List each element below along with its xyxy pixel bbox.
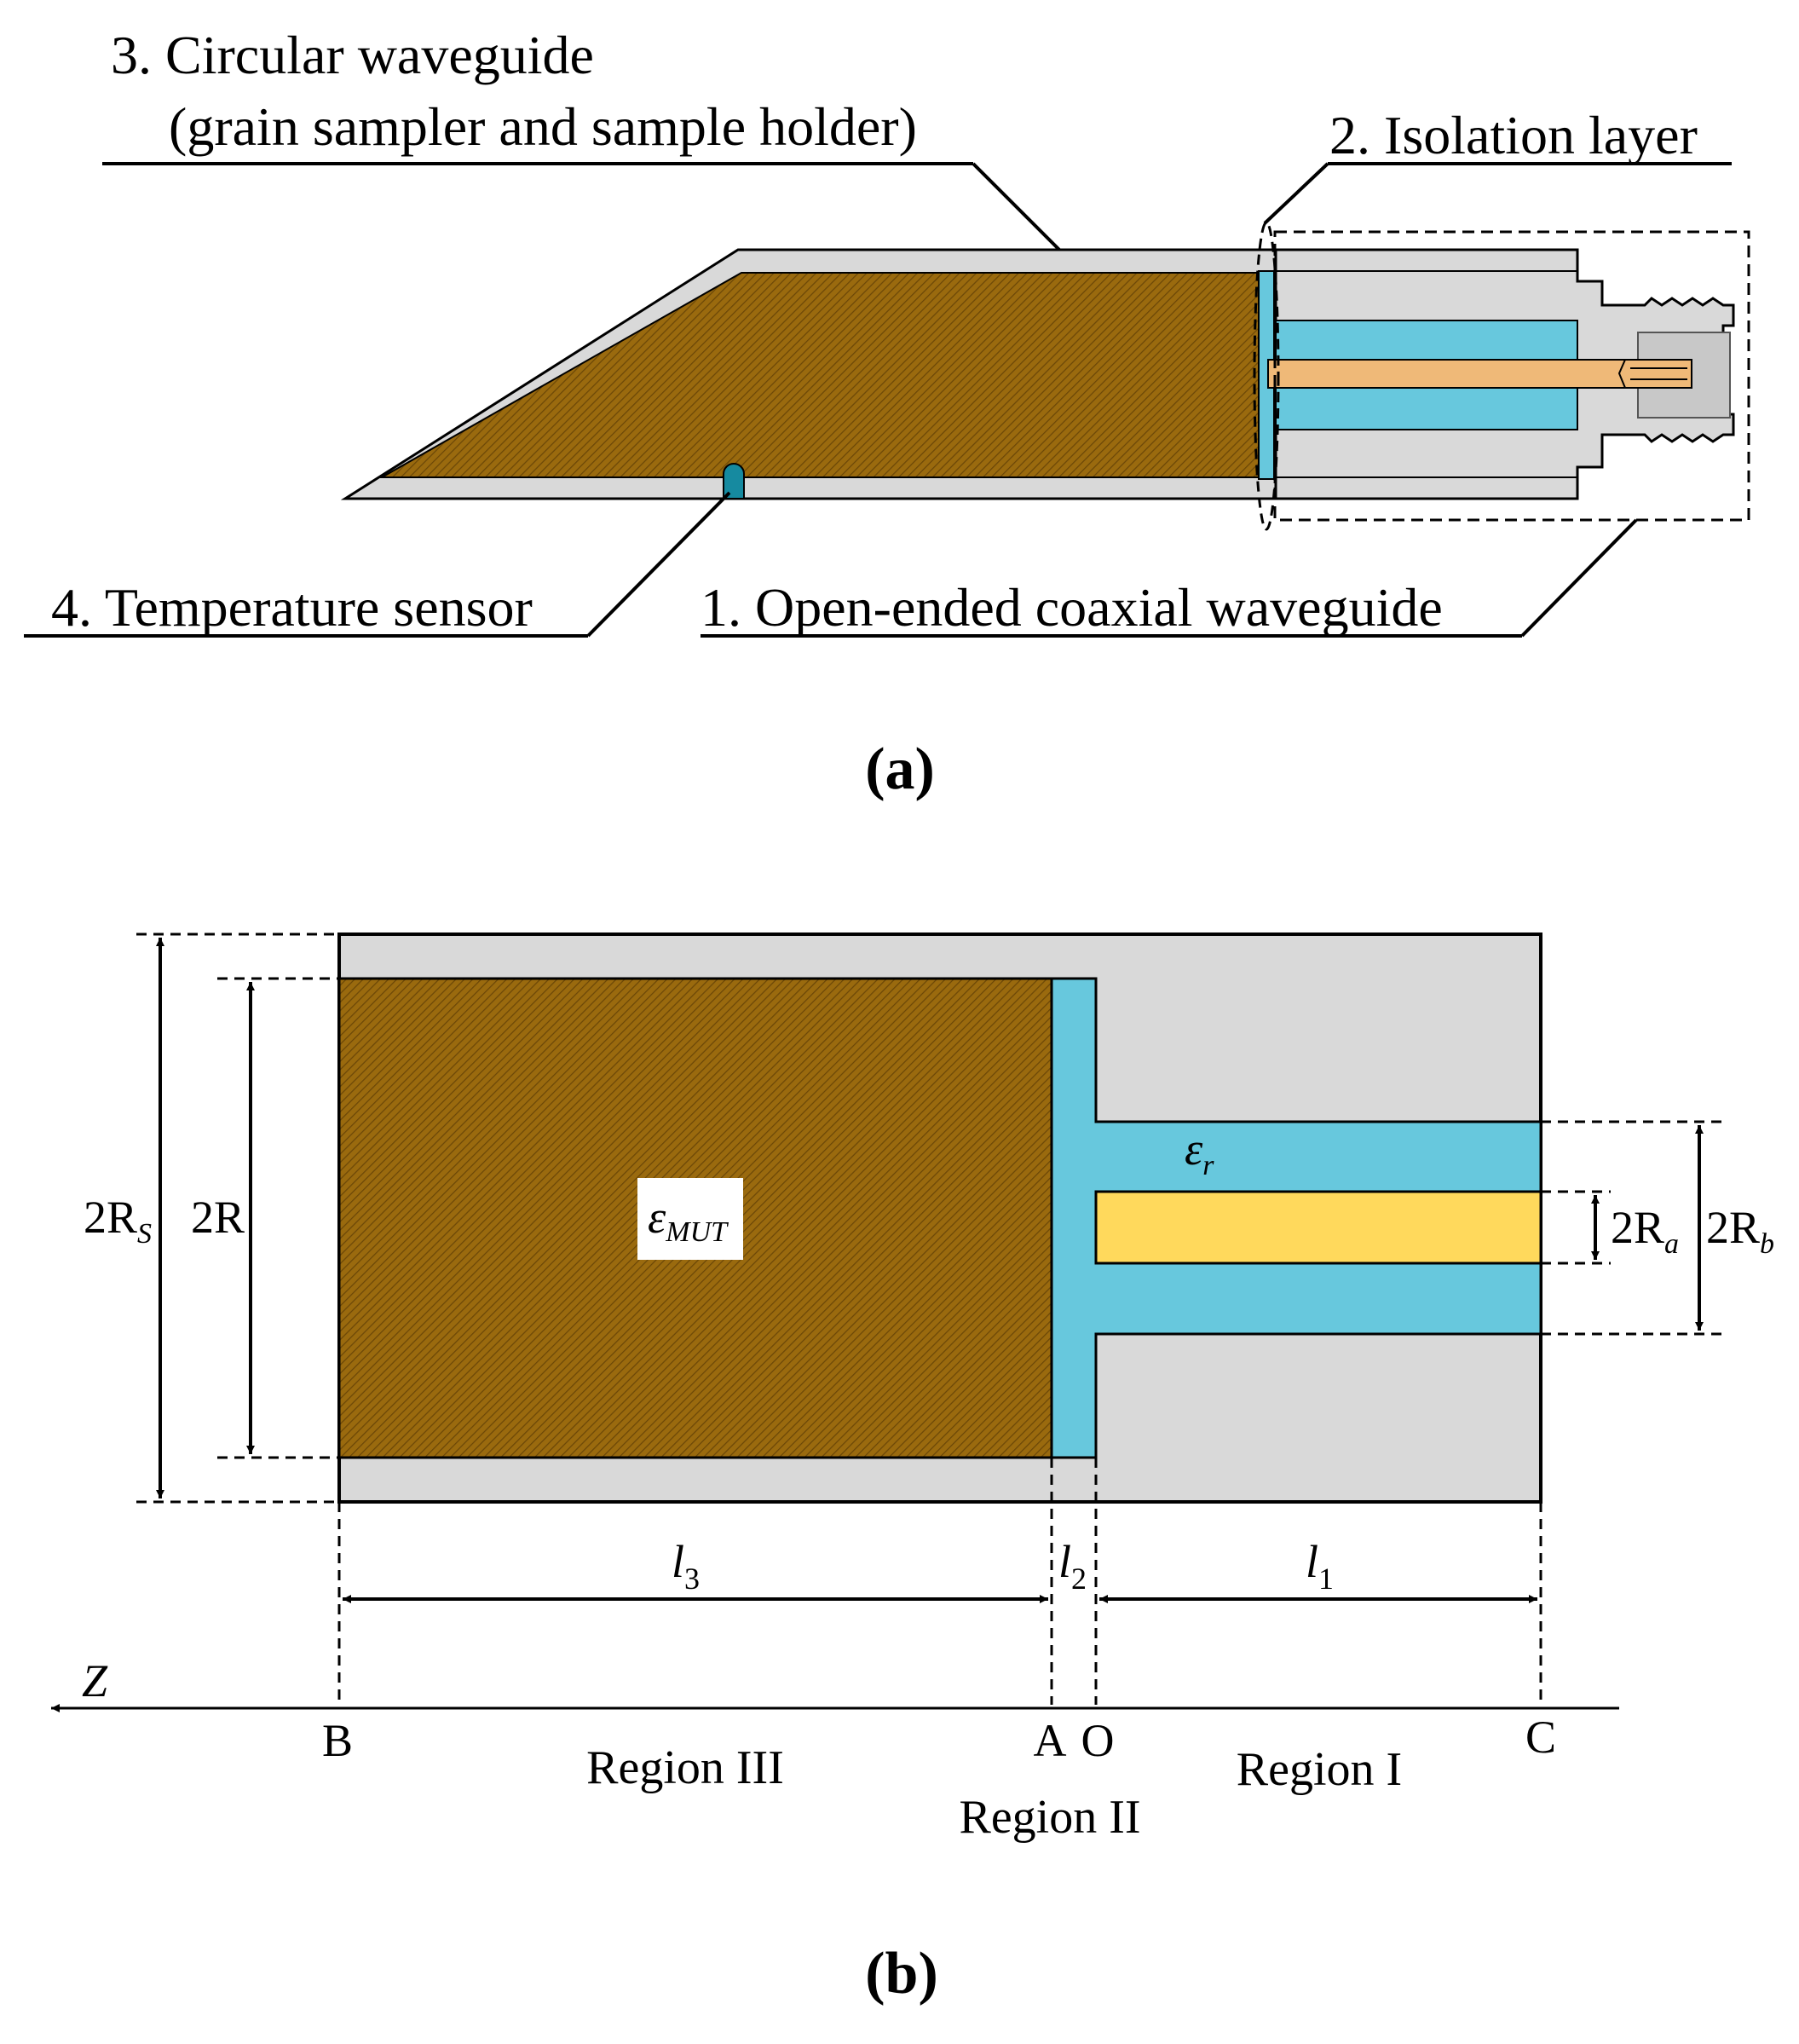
temperature-sensor-icon [723,463,745,499]
dim-2rs: 2RS [84,938,164,1498]
point-a: A [1034,1715,1067,1766]
label-region-iii: Region III [586,1741,784,1794]
svg-text:l2: l2 [1058,1536,1087,1596]
dim-extension-left [136,933,339,1504]
dim-2ra: 2Ra [1591,1195,1679,1260]
coaxial-waveguide-leader [701,518,1638,638]
dim-l3: l3 [343,1536,1048,1603]
svg-text:l3: l3 [672,1536,700,1596]
panel-b: εMUT εr 2RS 2R 2R [51,933,1774,2006]
point-c: C [1525,1712,1556,1763]
symbol-eps-mut: εMUT [648,1192,729,1248]
dim-extension-right [1541,1120,1726,1336]
label-circular-waveguide-line2: (grain sampler and sample holder) [169,96,917,157]
inner-conductor-b [1094,1190,1542,1265]
dim-2r: 2R [191,982,255,1454]
dim-l1: l1 [1099,1536,1537,1603]
svg-text:2R: 2R [191,1192,245,1243]
grain-sample [378,272,1260,478]
eps-mut-box [637,1178,743,1260]
z-axis: Z [51,1655,1619,1712]
dim-l2: l2 [1058,1536,1087,1596]
symbol-eps-r: εr [1185,1123,1214,1181]
caption-a: (a) [865,736,935,802]
panel-a: 3. Circular waveguide (grain sampler and… [24,25,1750,802]
point-b: B [322,1715,353,1766]
label-coaxial-waveguide: 1. Open-ended coaxial waveguide [701,577,1443,638]
svg-text:l1: l1 [1306,1536,1334,1596]
temperature-sensor-leader [24,491,731,638]
dim-extension-vertical [337,1458,1542,1705]
svg-text:2Ra: 2Ra [1611,1202,1679,1260]
label-temperature-sensor: 4. Temperature sensor [51,577,533,638]
z-axis-label: Z [82,1655,108,1706]
point-o: O [1081,1715,1115,1766]
dim-2rb: 2Rb [1695,1125,1774,1331]
label-region-ii: Region II [959,1791,1140,1844]
label-region-i: Region I [1237,1743,1402,1796]
svg-text:2RS: 2RS [84,1192,152,1250]
coaxial-dashed-box [1273,230,1750,522]
circular-waveguide-leader [102,162,1072,263]
coaxial-pin-tip [1617,359,1692,389]
label-isolation-layer: 2. Isolation layer [1329,105,1698,165]
caption-b: (b) [865,1941,938,2006]
isolation-dashed-ellipse [1253,221,1280,531]
isolation-layer-leader [1263,162,1732,225]
svg-text:2Rb: 2Rb [1706,1202,1774,1260]
label-circular-waveguide-line1: 3. Circular waveguide [111,25,594,85]
